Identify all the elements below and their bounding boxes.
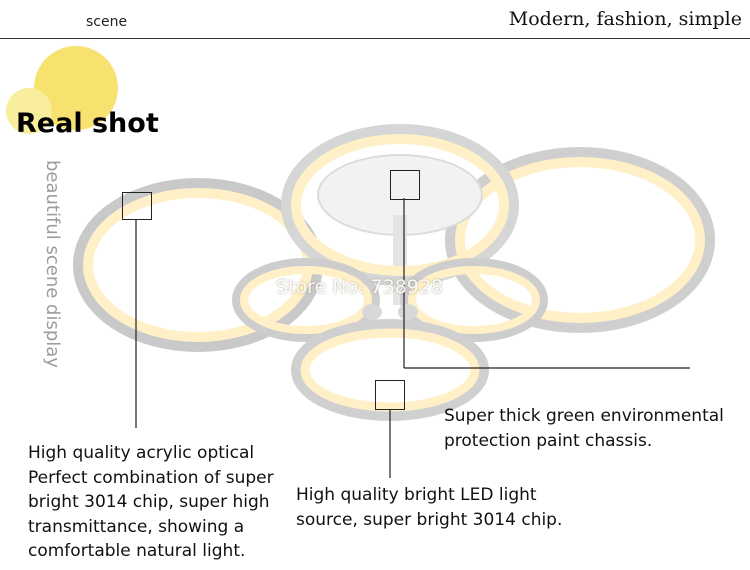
- header-divider: [0, 38, 750, 39]
- chassis-description: Super thick green environmental protecti…: [444, 404, 724, 453]
- tagline: Modern, fashion, simple: [508, 8, 742, 30]
- lamp-ring-front-right: [400, 258, 548, 342]
- callout-box-acrylic: [122, 192, 152, 220]
- acrylic-line-3: bright 3014 chip, super high: [28, 492, 270, 512]
- real-shot-badge: Real shot: [16, 108, 159, 139]
- led-line-1: High quality bright LED light: [296, 485, 537, 505]
- decorative-sun-small-circle: [6, 88, 52, 134]
- led-description: High quality bright LED light source, su…: [296, 483, 562, 532]
- acrylic-line-1: High quality acrylic optical: [28, 443, 255, 463]
- lamp-ring-front-left: [232, 258, 380, 342]
- scene-label: scene: [86, 14, 128, 30]
- store-watermark: Store No: 738928: [276, 276, 444, 298]
- chassis-line-1: Super thick green environmental: [444, 406, 724, 426]
- lamp-ring-top: [281, 124, 519, 286]
- callout-box-chassis: [390, 170, 420, 200]
- chassis-line-2: protection paint chassis.: [444, 430, 653, 451]
- acrylic-line-4: transmittance, showing a: [28, 516, 245, 537]
- lamp-ring-right: [445, 147, 715, 333]
- acrylic-line-2: Perfect combination of super: [28, 467, 274, 488]
- led-line-2: source, super bright 3014 chip.: [296, 509, 563, 530]
- callout-box-led: [375, 380, 405, 410]
- acrylic-description: High quality acrylic optical Perfect com…: [28, 441, 274, 564]
- vertical-caption: beautiful scene display: [42, 160, 63, 368]
- callout-lines: [135, 198, 690, 478]
- acrylic-line-5: comfortable natural light.: [28, 541, 246, 561]
